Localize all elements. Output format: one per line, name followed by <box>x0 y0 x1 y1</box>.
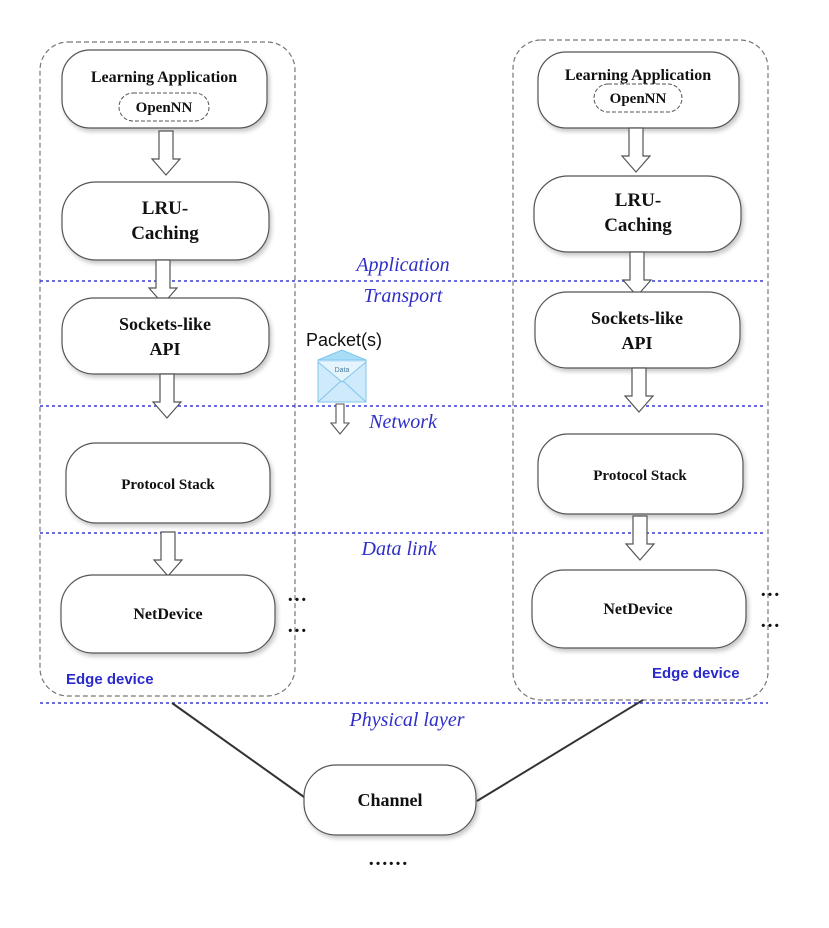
right-arrow-4 <box>625 515 655 561</box>
layer-label-physical: Physical layer <box>349 709 465 731</box>
left-lru-line1: LRU- <box>142 198 188 219</box>
packet-label: Packet(s) <box>306 330 382 350</box>
channel-node: Channel <box>303 764 477 836</box>
right-sockets-line2: API <box>622 333 653 353</box>
layer-label-data-link: Data link <box>361 538 438 560</box>
channel-dots: …… <box>368 848 408 870</box>
left-netdevice-node: NetDevice <box>60 574 276 654</box>
packet-down-arrow <box>329 403 351 435</box>
right-arrow-2 <box>622 251 652 297</box>
right-dots-bottom: … <box>760 610 780 632</box>
right-protocol-stack-node: Protocol Stack <box>537 433 744 515</box>
right-device-container <box>512 39 769 701</box>
right-opennn-box <box>593 83 683 113</box>
right-lru-caching-node: LRU- Caching <box>533 175 742 253</box>
right-lru-line2: Caching <box>604 215 672 236</box>
envelope-data-text: Data <box>335 367 350 374</box>
left-protocol-stack-node: Protocol Stack <box>65 442 271 524</box>
left-dots-bottom: … <box>287 615 307 637</box>
right-edge-device-label: Edge device <box>652 665 740 682</box>
left-arrow-1 <box>151 130 181 176</box>
right-learning-application-label: Learning Application <box>565 67 711 84</box>
left-learning-application-node: Learning Application OpenNN <box>61 49 268 129</box>
left-sockets-line1: Sockets-like <box>119 314 211 334</box>
left-dots-top: … <box>287 584 307 606</box>
left-opennn-label: OpenNN <box>136 100 193 116</box>
right-learning-application-node: Learning Application OpenNN <box>537 51 740 129</box>
left-arrow-4 <box>153 531 183 577</box>
right-netdevice-label: NetDevice <box>603 601 672 618</box>
left-edge-device-label: Edge device <box>66 671 154 688</box>
right-lru-line1: LRU- <box>615 190 661 211</box>
right-sockets-api-node: Sockets-like API <box>534 291 741 369</box>
left-arrow-3 <box>152 373 182 419</box>
left-channel-link <box>171 702 305 798</box>
right-arrow-1 <box>621 127 651 173</box>
left-opennn-box <box>118 92 210 122</box>
right-netdevice-node: NetDevice <box>531 569 747 649</box>
layer-label-transport: Transport <box>364 285 443 307</box>
envelope-icon: Data <box>317 349 367 403</box>
right-dots-top: … <box>760 579 780 601</box>
left-sockets-api-node: Sockets-like API <box>61 297 270 375</box>
left-protocol-stack-label: Protocol Stack <box>121 477 215 493</box>
left-lru-caching-node: LRU- Caching <box>61 181 270 261</box>
layer-label-application: Application <box>354 254 449 276</box>
left-lru-line2: Caching <box>131 223 199 244</box>
left-netdevice-label: NetDevice <box>133 606 202 623</box>
right-protocol-stack-label: Protocol Stack <box>593 468 687 484</box>
right-channel-link <box>476 699 644 802</box>
layer-label-network: Network <box>368 411 438 433</box>
left-learning-application-label: Learning Application <box>91 69 237 86</box>
right-sockets-line1: Sockets-like <box>591 308 683 328</box>
left-device-container <box>39 41 296 697</box>
left-sockets-line2: API <box>150 339 181 359</box>
right-opennn-label: OpenNN <box>610 91 667 107</box>
channel-label: Channel <box>357 790 422 810</box>
